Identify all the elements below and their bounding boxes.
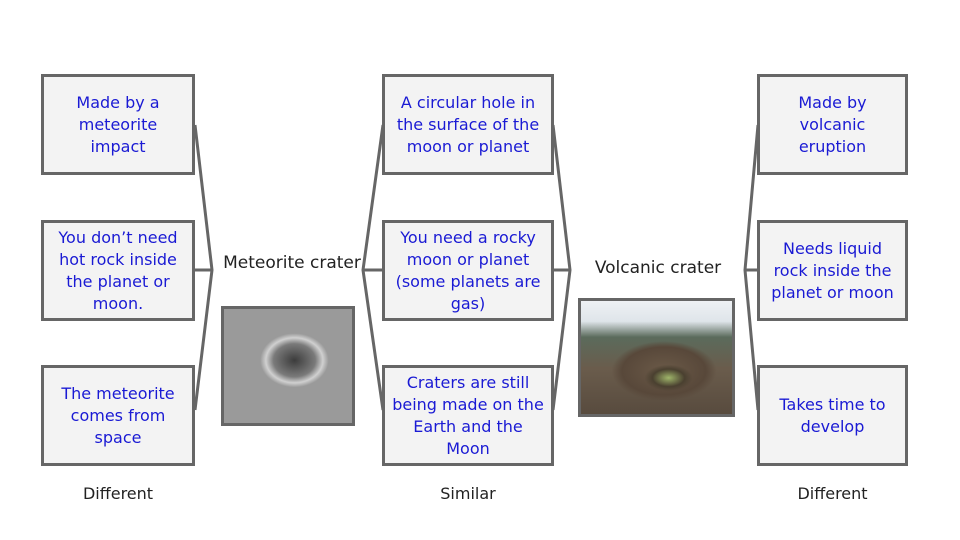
left-footer-label: Different (82, 484, 154, 503)
volcanic-crater-label: Volcanic crater (594, 258, 722, 278)
meteorite-crater-image (221, 306, 355, 426)
box-text: Made by volcanic eruption (798, 92, 867, 156)
box-text: You don’t need hot rock inside the plane… (58, 227, 178, 313)
left-box-2: You don’t need hot rock inside the plane… (41, 220, 195, 321)
middle-footer-label: Similar (440, 484, 496, 503)
middle-box-3: Craters are still being made on the Eart… (382, 365, 554, 466)
left-box-1: Made by a meteorite impact (41, 74, 195, 175)
meteorite-crater-label: Meteorite crater (223, 253, 361, 273)
box-text: Made by a meteorite impact (76, 92, 160, 156)
right-box-3: Takes time to develop (757, 365, 908, 466)
left-box-3: The meteorite comes from space (41, 365, 195, 466)
box-text: Needs liquid rock inside the planet or m… (771, 238, 894, 302)
box-text: A circular hole in the surface of the mo… (396, 92, 540, 156)
right-box-2: Needs liquid rock inside the planet or m… (757, 220, 908, 321)
box-text: Craters are still being made on the Eart… (392, 372, 544, 458)
middle-box-1: A circular hole in the surface of the mo… (382, 74, 554, 175)
volcanic-crater-image (578, 298, 735, 417)
right-box-1: Made by volcanic eruption (757, 74, 908, 175)
middle-box-2: You need a rocky moon or planet (some pl… (382, 220, 554, 321)
box-text: The meteorite comes from space (61, 383, 175, 447)
box-text: Takes time to develop (779, 394, 886, 436)
right-footer-label: Different (797, 484, 868, 503)
box-text: You need a rocky moon or planet (some pl… (395, 227, 541, 313)
